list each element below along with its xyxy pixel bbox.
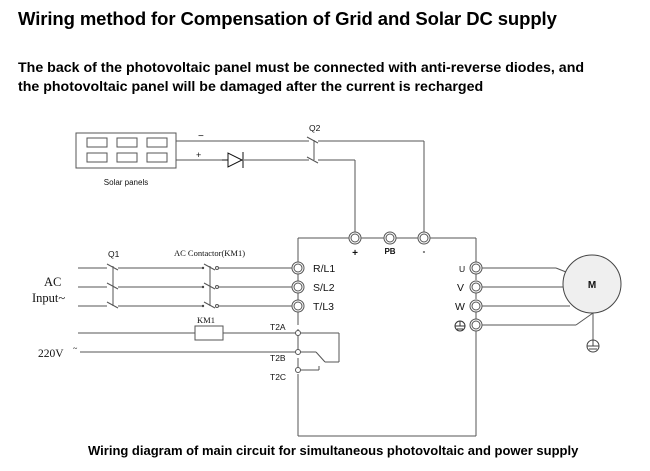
solar-cell [86, 137, 108, 148]
terminal-w-label: W [455, 301, 465, 313]
terminal-sl2-label: S/L2 [313, 282, 335, 294]
t2a-label: T2A [270, 322, 286, 332]
voltage-220-label: 220V [38, 348, 64, 360]
terminal-v-label: V [457, 282, 464, 294]
terminal-v [469, 280, 483, 294]
solar-cell [116, 152, 138, 163]
diagram-caption: Wiring diagram of main circuit for simul… [88, 443, 579, 458]
page-title: Wiring method for Compensation of Grid a… [18, 8, 557, 29]
dc-wiring [176, 136, 425, 233]
solar-panel-frame [75, 132, 177, 169]
ac-input-label-1: AC [44, 275, 61, 289]
terminal-sl2 [291, 280, 305, 294]
terminal-ground [469, 318, 483, 332]
dc-plus-label: + [352, 248, 358, 259]
warning-line-2: the photovoltaic panel will be damaged a… [18, 79, 484, 95]
solar-cell [146, 152, 168, 163]
voltage-tilde: ~ [73, 344, 78, 353]
motor-wiring [482, 267, 594, 340]
terminal-rl1 [291, 261, 305, 275]
solar-cell [116, 137, 138, 148]
solar-panel-label: Solar panels [104, 178, 148, 187]
t2b-label: T2B [270, 353, 286, 363]
q1-label: Q1 [108, 249, 120, 259]
terminal-pb [383, 231, 397, 245]
terminal-t2a [295, 330, 301, 336]
terminal-tl3 [291, 299, 305, 313]
motor-label: M [588, 280, 596, 291]
diode-icon [222, 152, 244, 168]
terminal-dc-plus [348, 231, 362, 245]
ac-input-label-2: Input~ [32, 291, 65, 305]
solar-cell [86, 152, 108, 163]
terminal-ground-icon [454, 320, 466, 332]
dc-minus-label: - [423, 247, 426, 256]
terminal-dc-minus [417, 231, 431, 245]
q2-blade-2 [306, 156, 319, 164]
ground-icon [586, 339, 600, 353]
solar-panel [75, 132, 177, 169]
terminal-u-label: U [459, 264, 465, 274]
control-wiring [78, 325, 340, 371]
terminal-rl1-label: R/L1 [313, 263, 335, 275]
ac-input-wiring [78, 263, 292, 309]
warning-text: The back of the photovoltaic panel must … [18, 59, 648, 97]
km1-coil-label: KM1 [197, 315, 215, 325]
solar-minus-label: − [198, 131, 204, 142]
ac-contactor-label: AC Contactor(KM1) [174, 248, 245, 258]
terminal-w [469, 299, 483, 313]
terminal-t2b [295, 349, 301, 355]
solar-cell [146, 137, 168, 148]
terminal-u [469, 261, 483, 275]
terminal-tl3-label: T/L3 [313, 301, 334, 313]
motor-icon [562, 254, 622, 314]
solar-plus-label: + [196, 150, 201, 160]
t2c-label: T2C [270, 372, 286, 382]
inverter-outline [297, 237, 477, 437]
terminal-t2c [295, 367, 301, 373]
q2-blade-1 [306, 136, 319, 144]
pb-label: PB [384, 247, 395, 256]
warning-line-1: The back of the photovoltaic panel must … [18, 60, 585, 76]
km1-coil [194, 325, 224, 341]
q2-label: Q2 [309, 123, 321, 133]
